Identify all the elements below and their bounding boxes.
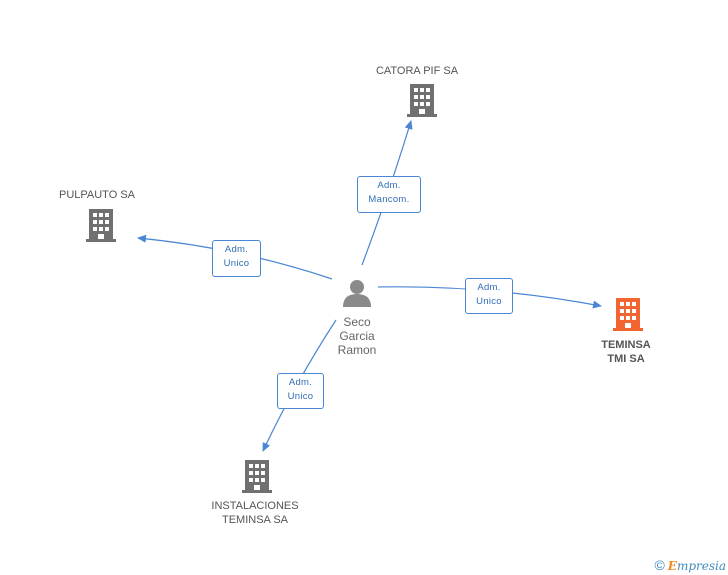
brand-initial: E bbox=[667, 559, 677, 573]
person-label[interactable]: Seco Garcia Ramon bbox=[317, 315, 397, 357]
role-line: Adm. bbox=[477, 282, 501, 293]
edge-label-catora[interactable]: Adm. Mancom. bbox=[357, 176, 421, 213]
role-line: Adm. bbox=[288, 377, 313, 388]
role-line: Unico bbox=[287, 391, 314, 402]
company-name-line: TEMINSA bbox=[601, 339, 651, 351]
role-line: Mancom. bbox=[368, 194, 410, 205]
company-label-pulpauto[interactable]: PULPAUTO SA bbox=[42, 188, 152, 202]
edge-label-teminsa-tmi[interactable]: Adm. Unico bbox=[465, 278, 513, 314]
company-name-line: TMI SA bbox=[607, 353, 645, 365]
person-name-line: Ramon bbox=[337, 343, 377, 357]
empresia-credit[interactable]: ©Empresia bbox=[654, 557, 726, 573]
role-line: Unico bbox=[223, 258, 250, 269]
role-line: Adm. bbox=[224, 244, 249, 255]
company-label-catora[interactable]: CATORA PIF SA bbox=[362, 64, 472, 78]
role-line: Adm. bbox=[377, 180, 401, 191]
person-icon[interactable] bbox=[343, 280, 371, 307]
brand-name: mpresia bbox=[676, 559, 726, 573]
edge-label-instalaciones[interactable]: Adm. Unico bbox=[277, 373, 324, 409]
building-icon[interactable] bbox=[407, 84, 437, 117]
edge-label-pulpauto[interactable]: Adm. Unico bbox=[212, 240, 261, 277]
company-name-line: INSTALACIONES bbox=[211, 500, 299, 512]
building-icon[interactable] bbox=[242, 460, 272, 493]
company-name-line: TEMINSA SA bbox=[221, 514, 289, 526]
role-line: Unico bbox=[476, 296, 502, 307]
company-name-line: PULPAUTO SA bbox=[58, 189, 135, 201]
person-name-line: Seco bbox=[343, 315, 371, 329]
person-name-line: Garcia bbox=[339, 329, 375, 343]
building-icon[interactable] bbox=[86, 209, 116, 242]
company-label-teminsa-tmi[interactable]: TEMINSA TMI SA bbox=[578, 338, 674, 366]
company-name-line: CATORA PIF SA bbox=[375, 65, 459, 77]
copyright-symbol: © bbox=[654, 557, 665, 573]
company-label-instalaciones[interactable]: INSTALACIONES TEMINSA SA bbox=[195, 499, 315, 527]
building-icon[interactable] bbox=[613, 298, 643, 331]
